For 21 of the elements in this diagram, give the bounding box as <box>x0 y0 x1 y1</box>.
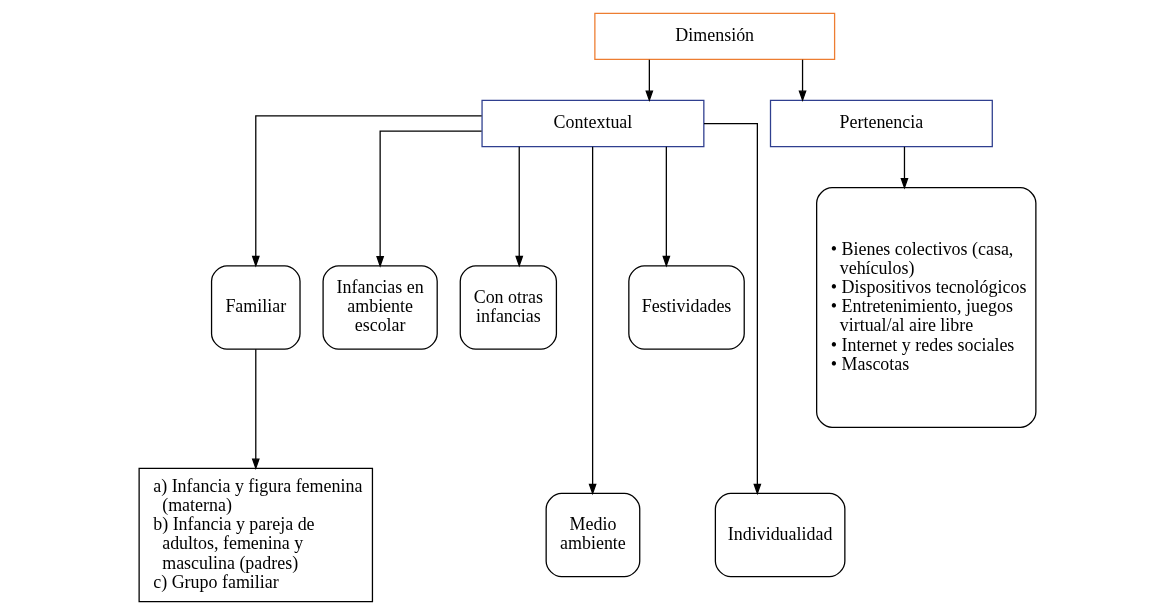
node-box: Dimensión <box>593 12 835 61</box>
arrow <box>661 146 670 268</box>
arrow <box>251 348 260 471</box>
node-box: Pertenencia <box>769 99 993 148</box>
node-box: Contextual <box>480 99 704 148</box>
node-box: Medio ambiente <box>545 492 640 578</box>
node-box: Individualidad <box>714 492 845 578</box>
arrow <box>644 59 653 103</box>
node-box: Infancias en ambiente escolar <box>321 265 438 350</box>
arrow <box>798 59 807 103</box>
arrow <box>899 146 908 190</box>
node-box: Festividades <box>627 265 745 350</box>
node-box: Con otras infancias <box>459 265 557 350</box>
arrow <box>251 115 482 268</box>
arrow <box>514 146 523 268</box>
arrow <box>588 146 597 496</box>
node-box: a) Infancia y figura femenina (materna) b) Infancia y pareja de adultos, femenina y masculina (padres) c) Grupo familiar <box>138 467 373 603</box>
node-box: Familiar <box>210 265 301 350</box>
node-box: • Bienes colectivos (casa, vehículos) • Dispositivos tecnológicos • Entretenimiento, juegos virtual/al aire libre • Internet y redes sociales • Mascotas <box>815 187 1036 428</box>
arrow <box>702 122 761 496</box>
arrow <box>375 130 482 268</box>
